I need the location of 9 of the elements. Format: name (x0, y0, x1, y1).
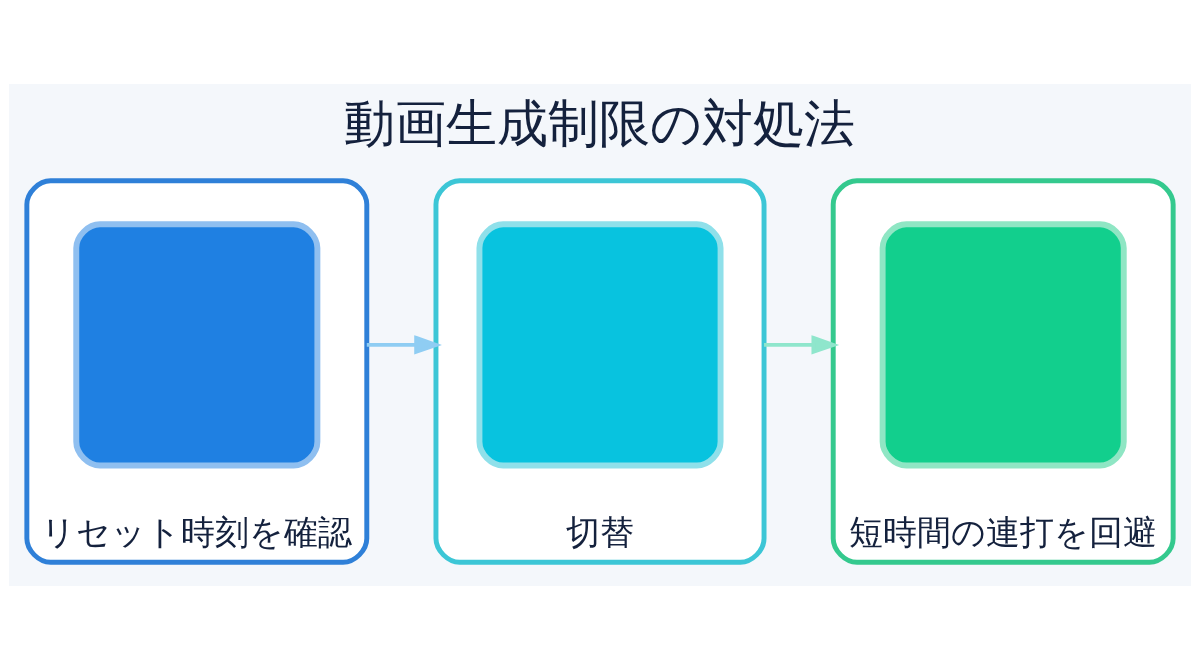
arrow (764, 334, 840, 355)
cluster: リセット時刻を確認 (24, 177, 370, 565)
arrow (366, 334, 442, 355)
cluster: 短時間の連打を回避 (830, 177, 1176, 565)
diagram-title: 動画生成制限の対処法 (344, 92, 856, 153)
node-box (476, 220, 724, 468)
node-box (73, 220, 321, 468)
node-box (879, 220, 1127, 468)
cluster: 切替 (433, 177, 767, 565)
